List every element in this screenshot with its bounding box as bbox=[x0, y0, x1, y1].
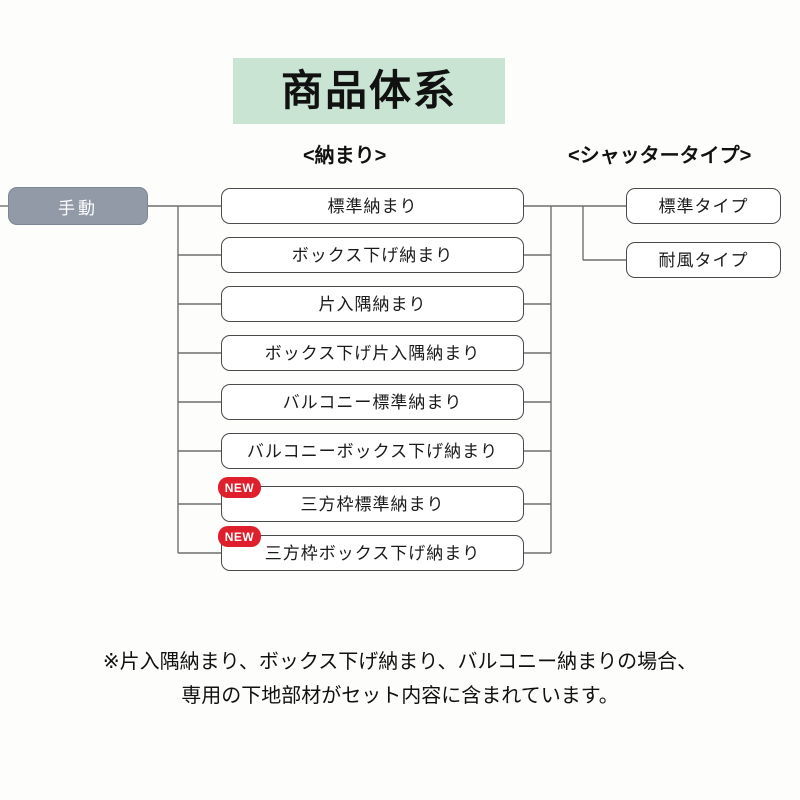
node-label: ボックス下げ片入隅納まり bbox=[264, 343, 481, 363]
node-shutter-2[interactable]: 耐風タイプ bbox=[626, 242, 781, 278]
node-osamari-8[interactable]: 三方枠ボックス下げ納まり bbox=[221, 535, 524, 571]
node-osamari-5[interactable]: バルコニー標準納まり bbox=[221, 384, 524, 420]
node-label: バルコニー標準納まり bbox=[282, 392, 463, 412]
node-label: 三方枠ボックス下げ納まり bbox=[264, 543, 481, 563]
node-label: 片入隅納まり bbox=[318, 294, 427, 314]
node-osamari-7[interactable]: 三方枠標準納まり bbox=[221, 486, 524, 522]
page-title-banner: 商品体系 bbox=[233, 58, 505, 124]
column-header-osamari: <納まり> bbox=[303, 145, 387, 167]
new-badge-osamari-8: NEW bbox=[218, 526, 261, 547]
node-label: バルコニーボックス下げ納まり bbox=[246, 441, 499, 461]
new-badge-osamari-7: NEW bbox=[218, 477, 261, 498]
node-label: ボックス下げ納まり bbox=[291, 245, 454, 265]
page-title: 商品体系 bbox=[280, 67, 457, 114]
node-osamari-6[interactable]: バルコニーボックス下げ納まり bbox=[221, 433, 524, 469]
footnote: ※片入隅納まり、ボックス下げ納まり、バルコニー納まりの場合、 専用の下地部材がセ… bbox=[0, 645, 800, 713]
node-osamari-1[interactable]: 標準納まり bbox=[221, 188, 524, 224]
footnote-line-1: ※片入隅納まり、ボックス下げ納まり、バルコニー納まりの場合、 bbox=[102, 651, 698, 673]
new-badge-label: NEW bbox=[224, 529, 255, 544]
node-label: 標準タイプ bbox=[658, 196, 749, 216]
column-header-shutter: <シャッタータイプ> bbox=[568, 145, 752, 167]
node-shutter-1[interactable]: 標準タイプ bbox=[626, 188, 781, 224]
node-label: 耐風タイプ bbox=[658, 250, 749, 270]
node-label: 標準納まり bbox=[327, 196, 418, 216]
new-badge-label: NEW bbox=[224, 480, 255, 495]
node-label: 三方枠標準納まり bbox=[300, 494, 445, 514]
node-osamari-3[interactable]: 片入隅納まり bbox=[221, 286, 524, 322]
root-node-manual[interactable]: 手動 bbox=[8, 187, 148, 225]
root-node-label: 手動 bbox=[58, 198, 98, 218]
footnote-line-2: 専用の下地部材がセット内容に含まれています。 bbox=[181, 685, 619, 707]
node-osamari-2[interactable]: ボックス下げ納まり bbox=[221, 237, 524, 273]
node-osamari-4[interactable]: ボックス下げ片入隅納まり bbox=[221, 335, 524, 371]
